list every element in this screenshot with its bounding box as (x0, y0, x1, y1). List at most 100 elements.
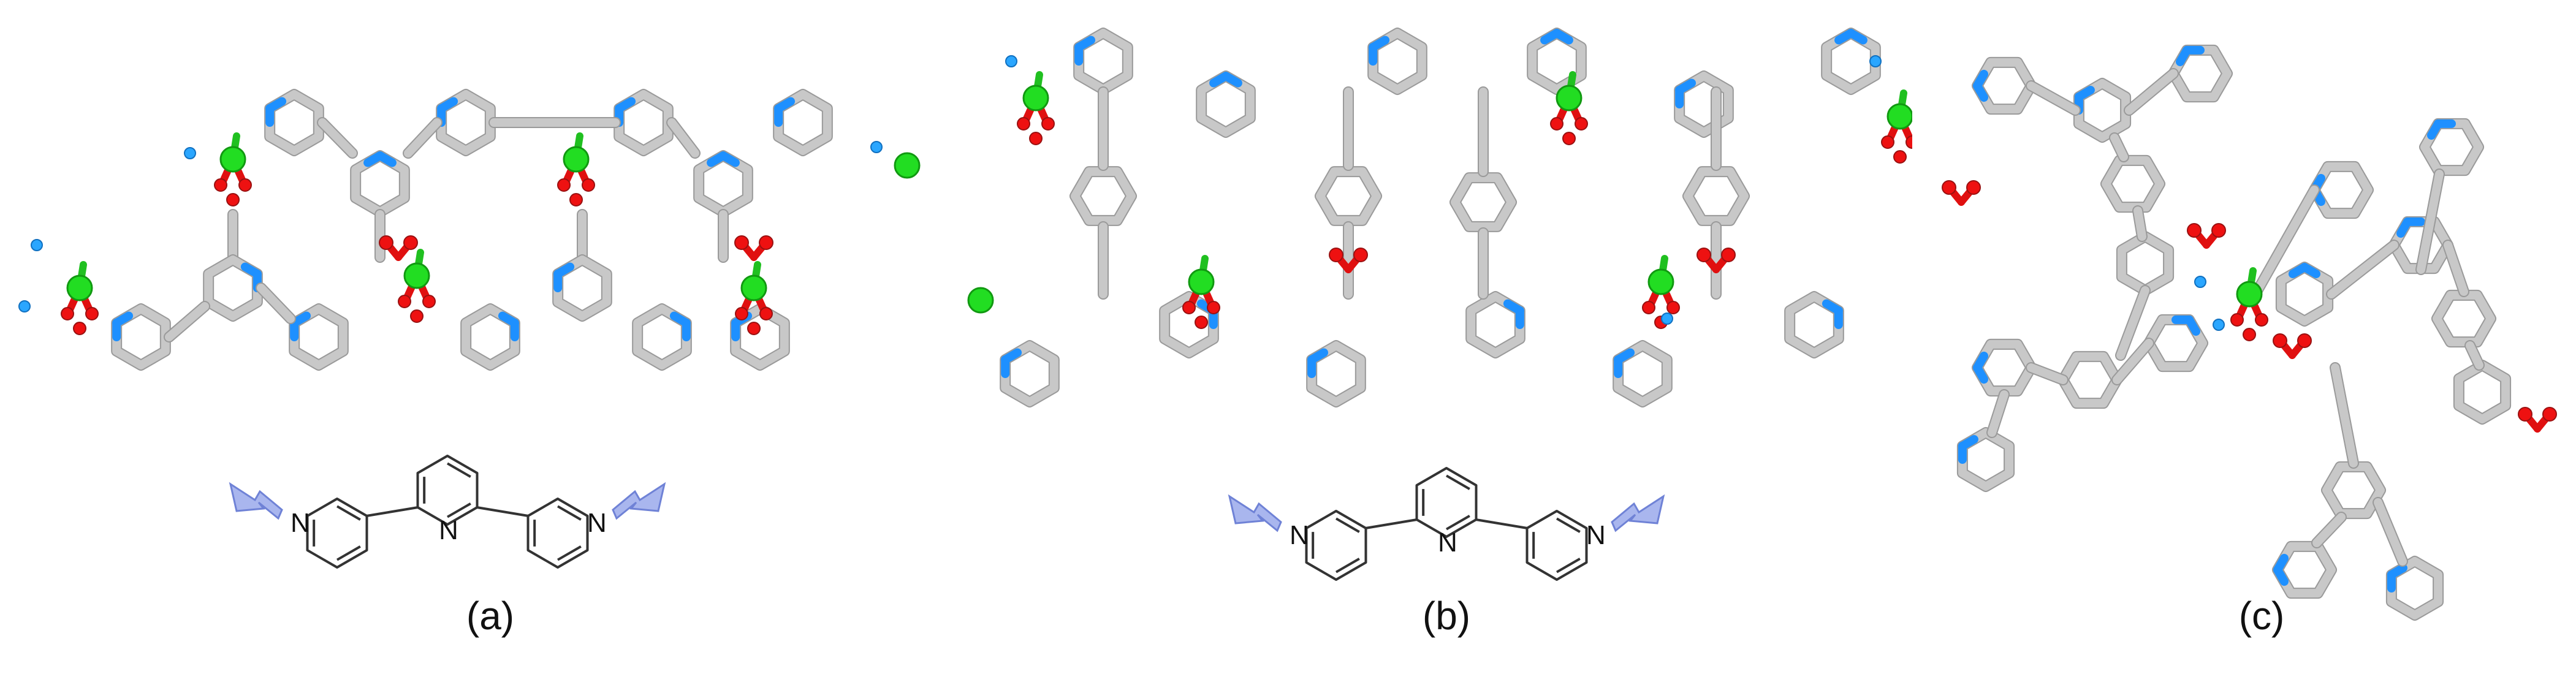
oxygen-atom (2211, 223, 2226, 238)
nitrogen-atom (184, 147, 196, 159)
carbon-bond (2113, 339, 2153, 384)
ligand-bond (1475, 518, 1528, 529)
pyridine-ring (351, 151, 409, 216)
oxygen-atom (73, 322, 86, 335)
carbon-bond (257, 284, 295, 323)
carbon-bond (667, 118, 699, 157)
oxygen-atom (2255, 313, 2268, 327)
coordination-polymer-chain-b (967, 28, 1912, 407)
oxygen-atom (1550, 117, 1563, 131)
pyridine-ring (1528, 29, 1586, 94)
metal-atom (1647, 268, 1674, 295)
oxygen-atom (1562, 132, 1576, 145)
oxygen-atom (1666, 301, 1680, 314)
carbon-bond (2027, 81, 2080, 115)
metal-coordination-environment (1942, 44, 2557, 621)
ligand-n-label: N (1438, 528, 1457, 558)
oxygen-atom (1041, 117, 1055, 131)
panel-c-structure (1942, 44, 2557, 621)
oxygen-atom (1721, 248, 1736, 262)
carbon-bond (165, 302, 209, 341)
pyridine-ring (1316, 167, 1381, 225)
oxygen-atom (61, 307, 74, 320)
ligand-bond (476, 506, 529, 517)
oxygen-atom (214, 178, 227, 192)
carbon-bond (2027, 363, 2067, 384)
pyridine-ring (1973, 58, 2035, 114)
carbon-bond (2312, 513, 2346, 547)
oxygen-atom (238, 178, 252, 192)
oxygen-atom (747, 322, 761, 335)
metal-atom (563, 146, 590, 173)
pyridine-ring (1822, 29, 1880, 94)
oxygen-atom (398, 295, 411, 308)
pyridine-ring (2059, 352, 2121, 408)
coordination-arrow (1611, 494, 1665, 532)
ligand-bond (1365, 518, 1418, 529)
carbon-bond (2110, 134, 2128, 161)
panel-label-a: (a) (466, 594, 515, 638)
carbon-bond (2466, 341, 2483, 369)
oxygen-atom (2230, 313, 2244, 327)
oxygen-atom (403, 235, 418, 250)
oxygen-atom (582, 178, 595, 192)
ligand-ring (1305, 510, 1367, 581)
ligand-n-label: N (587, 508, 607, 538)
nitrogen-atom (1005, 55, 1017, 67)
oxygen-atom (1195, 316, 1208, 329)
oxygen-atom (2542, 407, 2557, 422)
oxygen-atom (226, 193, 240, 206)
carbon-bond (2125, 69, 2178, 115)
pyridine-ring (1197, 72, 1255, 137)
pyridine-ring (1684, 167, 1749, 225)
oxygen-atom (734, 235, 749, 250)
panel-c: (c) (1912, 0, 2576, 674)
pyridine-ring (2102, 156, 2164, 212)
pyridine-ring (2117, 232, 2173, 295)
carbon-bond (2116, 286, 2149, 360)
ligand-ring (526, 498, 589, 569)
ligand-n-label: N (1586, 520, 1606, 550)
oxygen-atom (410, 309, 424, 323)
ligand-n-label: N (439, 515, 458, 545)
pyridine-ring (1451, 173, 1516, 231)
metal-atom (66, 275, 93, 301)
oxygen-atom (759, 235, 773, 250)
oxygen-atom (759, 307, 773, 320)
metal-atom (2236, 281, 2263, 308)
oxygen-atom (1893, 150, 1907, 164)
coordination-arrow (612, 482, 666, 520)
pyridine-ring (1071, 167, 1136, 225)
nitrogen-atom (2213, 319, 2225, 331)
carbon-bond (2133, 206, 2146, 241)
metal-atom (894, 152, 921, 179)
pyridine-ring (2276, 263, 2333, 325)
oxygen-atom (1575, 117, 1588, 131)
oxygen-atom (2297, 333, 2312, 348)
oxygen-atom (2518, 407, 2532, 422)
ligand-n-label: N (291, 508, 310, 538)
ligand-ring (306, 498, 368, 569)
pyridine-ring (2310, 162, 2373, 218)
carbon-bond (2251, 186, 2319, 298)
carbon-bond (2374, 498, 2407, 566)
oxygen-atom (2243, 328, 2256, 341)
pyridine-ring (1973, 339, 2035, 396)
carbon-bond (404, 118, 441, 157)
metal-atom (967, 287, 994, 314)
metal-atom (403, 262, 430, 289)
pyridine-ring (694, 151, 752, 216)
nitrogen-atom (31, 239, 43, 251)
carbon-bond (2327, 241, 2398, 298)
coordination-polymer-chain-a (18, 89, 921, 371)
pyridine-ring (2273, 542, 2336, 598)
nitrogen-atom (1661, 312, 1673, 325)
ligand-ring (1415, 467, 1478, 538)
nitrogen-atom (1869, 55, 1882, 67)
pyridine-ring (2322, 462, 2385, 518)
nitrogen-atom (2194, 276, 2206, 288)
oxygen-atom (2273, 333, 2287, 348)
metal-atom (1886, 103, 1912, 130)
